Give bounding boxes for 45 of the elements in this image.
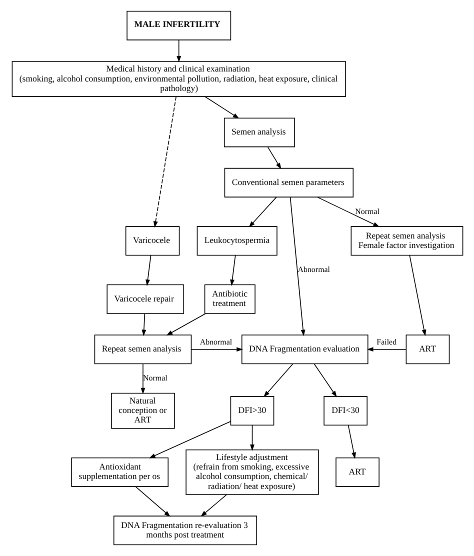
arrow: [366, 347, 406, 352]
node-box: Lifestyle adjustment (refrain from smoking, excessive alcohol consumption, chemical/ radiation/ heat exposure): [185, 449, 318, 495]
arrow: [134, 486, 170, 517]
arrow: [248, 196, 276, 228]
node-box: Leukocytospermia: [196, 226, 277, 256]
arrow: [408, 255, 426, 336]
arrow: [250, 424, 254, 451]
arrow: [266, 146, 281, 170]
arrow: [230, 255, 236, 286]
node-box: Antibiotic treatment: [204, 284, 255, 314]
node-box: Semen analysis: [223, 118, 294, 148]
edge-label: Failed: [376, 338, 396, 347]
node-box: DFI<30: [323, 396, 367, 426]
arrow: [204, 96, 239, 119]
edge-label: Normal: [354, 206, 379, 216]
node-box: Antioxidant supplementation per os: [70, 457, 168, 487]
arrow: [289, 196, 305, 336]
node-box: Repeat semen analysis: [94, 334, 192, 364]
arrow: [148, 420, 231, 458]
node-box: DNA Fragmentation re-evaluation 3 months post treatment: [112, 516, 257, 546]
node-box: MALE INFERTILITY: [126, 10, 231, 40]
node-box: Natural conception or ART: [110, 392, 174, 429]
arrow: [347, 424, 356, 459]
arrow: [166, 313, 206, 336]
arrow: [200, 494, 226, 517]
node-box: Varicocele: [124, 226, 180, 256]
node-box: Repeat semen analysis Female factor investigation: [350, 226, 463, 256]
node-box: DNA Fragmentation evaluation: [240, 334, 368, 364]
arrow: [141, 313, 146, 336]
node-box: Medical history and clinical examination (smoking, alcohol consumption, environmental pollution, radiation, heat exposure, clinical pathology): [11, 61, 346, 97]
node-box: DFI>30: [230, 396, 274, 426]
arrow: [140, 363, 145, 394]
arrow: [263, 363, 293, 398]
node-box: ART: [405, 334, 450, 364]
arrow: [316, 196, 380, 227]
arrow: [190, 347, 242, 352]
edge-label: Abnormal: [297, 265, 330, 274]
node-box: Varicocele repair: [106, 284, 184, 314]
arrow: [152, 96, 176, 228]
arrow: [176, 40, 181, 62]
arrow: [145, 255, 151, 286]
arrow: [313, 363, 336, 398]
node-box: Conventional semen parameters: [224, 168, 354, 198]
edge-label: Abnormal: [199, 338, 232, 347]
node-box: ART: [335, 457, 379, 487]
